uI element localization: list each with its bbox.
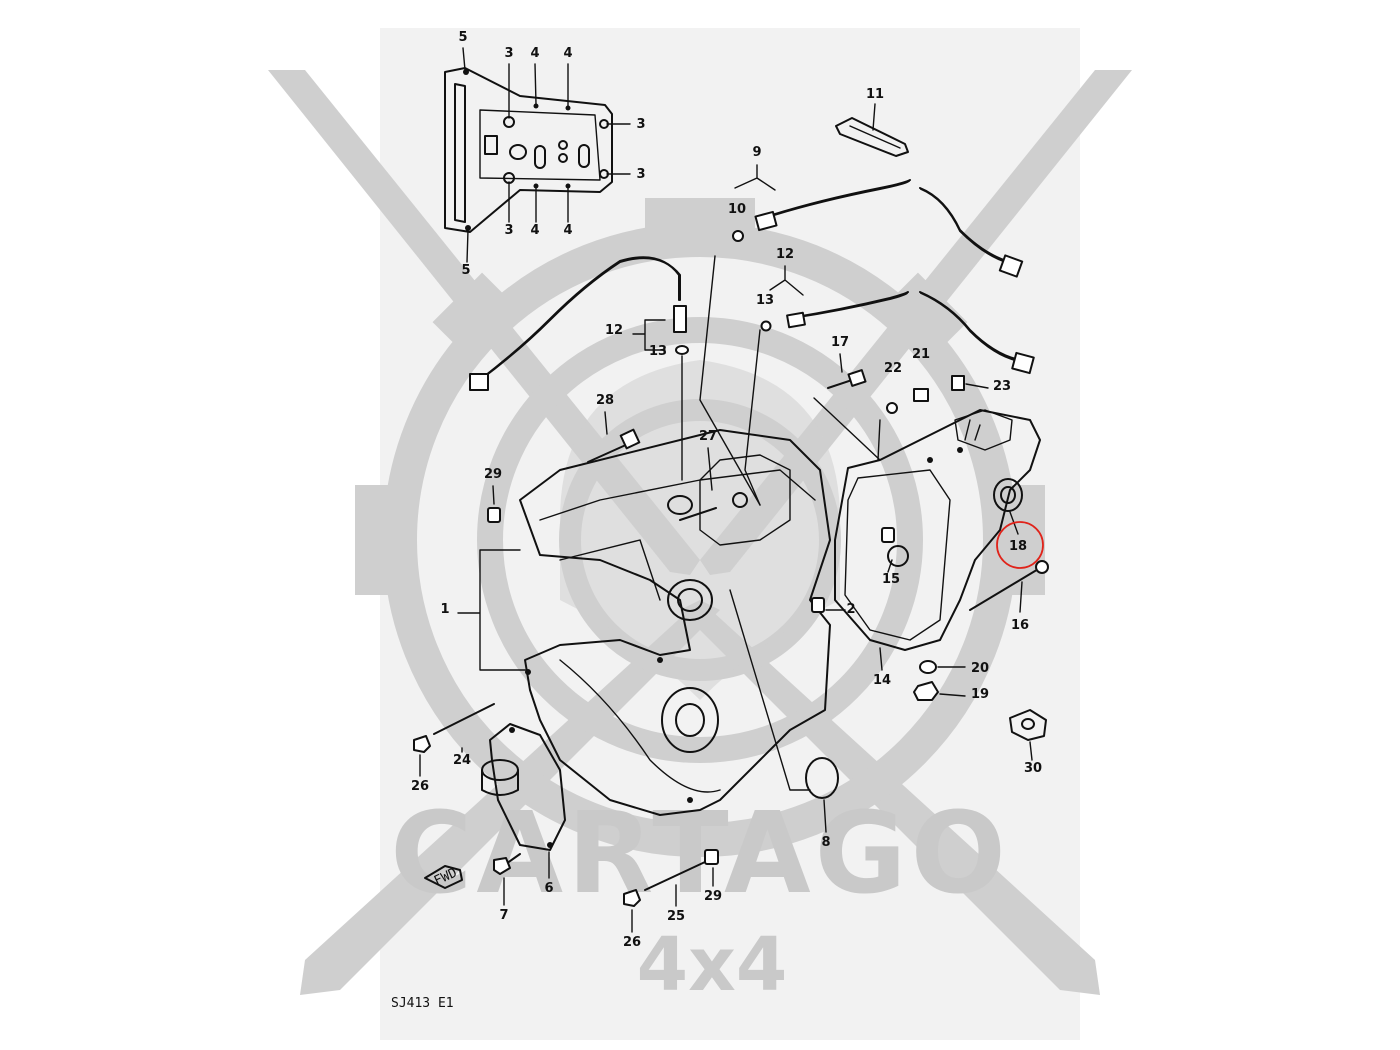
fastener-group-bottom [493,849,719,933]
part-11-plate [835,103,909,157]
callout-28: 28 [596,393,614,408]
callout-26: 26 [411,779,429,794]
callout-7: 7 [499,908,508,923]
callout-14: 14 [873,673,891,688]
part-6-cover [481,723,566,879]
callout-3: 3 [504,223,513,238]
callout-4: 4 [563,223,572,238]
callout-3: 3 [636,117,645,132]
callout-29: 29 [704,889,722,904]
callout-3: 3 [504,46,513,61]
callout-13: 13 [756,293,774,308]
sword-right-lower [680,600,1100,995]
gear-tooth-tl [432,272,518,358]
callout-17: 17 [831,335,849,350]
top-cover-plate [444,47,631,263]
callout-10: 10 [728,202,746,217]
callout-27: 27 [699,429,717,444]
callout-4: 4 [530,223,539,238]
callout-22: 22 [884,361,902,376]
bellhousing-case [457,255,831,816]
watermark-emblem: CARTAGO 4x4 [268,70,1132,1008]
callout-18: 18 [1009,539,1027,554]
callout-2: 2 [846,602,855,617]
callout-8: 8 [821,835,830,850]
stud-24-nut-26 [413,703,495,777]
callout-13: 13 [649,344,667,359]
callout-5: 5 [458,30,467,45]
callout-12: 12 [776,247,794,262]
part-8-cap [805,757,839,799]
callout-1: 1 [440,602,449,617]
fastener-group-top [487,353,989,523]
diagram-code: SJ413 E1 [391,996,454,1011]
callout-11: 11 [866,87,884,102]
part-30-flange [1009,709,1047,761]
callout-12: 12 [605,323,623,338]
callout-25: 25 [667,909,685,924]
callout-30: 30 [1024,761,1042,776]
sensor-harnesses [469,164,1035,481]
callout-21: 21 [912,347,930,362]
callout-4: 4 [530,46,539,61]
callout-23: 23 [993,379,1011,394]
callout-29: 29 [484,467,502,482]
parts-linework: FWD [413,47,1049,933]
callout-19: 19 [971,687,989,702]
callout-3: 3 [636,167,645,182]
highlight-circle-18 [996,521,1044,569]
gear-tooth-left [355,485,407,595]
callout-6: 6 [544,881,553,896]
watermark-brand: CARTAGO [390,789,1010,919]
watermark-sub: 4x4 [637,922,788,1008]
extension-housing [811,397,1049,701]
callout-4: 4 [563,46,572,61]
callout-20: 20 [971,661,989,676]
callout-26: 26 [623,935,641,950]
sword-left-lower [300,600,720,995]
callout-9: 9 [752,145,761,160]
callout-16: 16 [1011,618,1029,633]
callout-5: 5 [461,263,470,278]
callout-24: 24 [453,753,471,768]
callout-15: 15 [882,572,900,587]
